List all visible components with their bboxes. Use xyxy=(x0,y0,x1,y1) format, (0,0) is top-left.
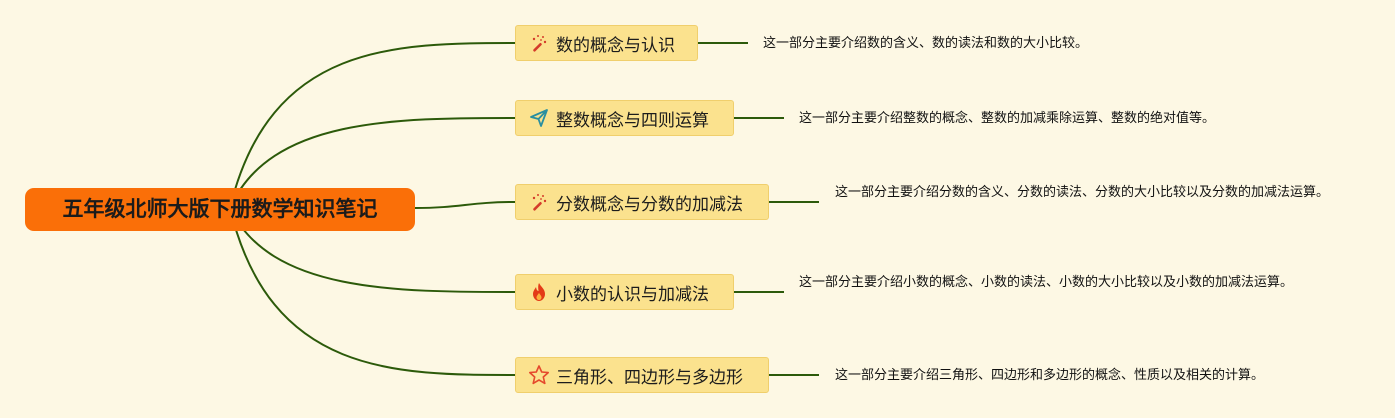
topic-label: 数的概念与认识 xyxy=(556,35,675,56)
topic-label: 小数的认识与加减法 xyxy=(556,284,709,305)
branch-connector xyxy=(229,42,516,209)
topic-decimals[interactable]: 小数的认识与加减法 xyxy=(515,274,734,310)
topic-fractions[interactable]: 分数概念与分数的加减法 xyxy=(515,184,769,220)
fire-icon xyxy=(528,281,550,303)
topic-description: 这一部分主要介绍小数的概念、小数的读法、小数的大小比较以及小数的加减法运算。 xyxy=(799,275,1294,290)
topic-number-concept[interactable]: 数的概念与认识 xyxy=(515,25,698,61)
branch-connector xyxy=(229,117,516,209)
magic-wand-icon xyxy=(528,191,550,213)
topic-description: 这一部分主要介绍三角形、四边形和多边形的概念、性质以及相关的计算。 xyxy=(835,368,1265,383)
topic-polygons[interactable]: 三角形、四边形与多边形 xyxy=(515,357,769,393)
topic-label: 整数概念与四则运算 xyxy=(556,110,709,131)
topic-integer-operations[interactable]: 整数概念与四则运算 xyxy=(515,100,734,136)
branch-connector xyxy=(229,207,516,293)
topic-description: 这一部分主要介绍整数的概念、整数的加减乘除运算、整数的绝对值等。 xyxy=(799,111,1216,126)
topic-description: 这一部分主要介绍数的含义、数的读法和数的大小比较。 xyxy=(763,36,1089,51)
paper-plane-icon xyxy=(528,107,550,129)
magic-wand-icon xyxy=(528,32,550,54)
topic-label: 三角形、四边形与多边形 xyxy=(556,367,743,388)
branch-connector xyxy=(229,207,516,376)
topic-description: 这一部分主要介绍分数的含义、分数的读法、分数的大小比较以及分数的加减法运算。 xyxy=(835,185,1330,200)
branch-connector xyxy=(414,201,516,209)
topic-label: 分数概念与分数的加减法 xyxy=(556,194,743,215)
root-topic[interactable]: 五年级北师大版下册数学知识笔记 xyxy=(25,188,415,231)
star-icon xyxy=(528,364,550,386)
